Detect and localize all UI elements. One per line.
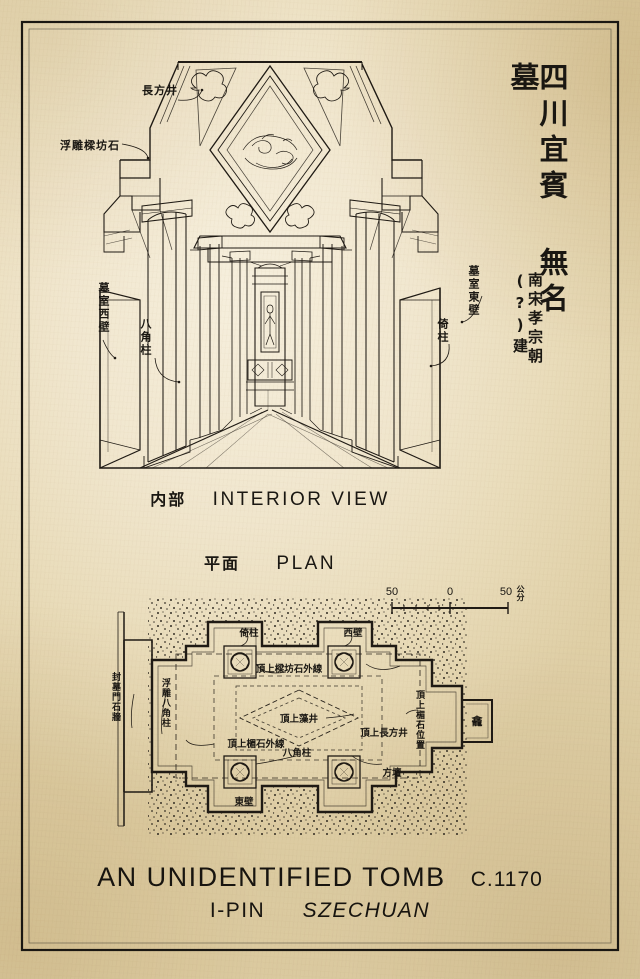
plan-label-yizhu: 倚柱 bbox=[239, 625, 258, 639]
label-muxi-dongbi-text: 墓室東壁 bbox=[467, 265, 480, 317]
scale-label-right-text: 50 bbox=[499, 586, 513, 598]
plan-label-fangtan: 方壇 bbox=[382, 765, 401, 779]
leader-yizhu bbox=[430, 343, 450, 367]
vertical-title-block: 四川宜賓 無名墓 bbox=[506, 62, 569, 338]
bottom-title-line2: I-PIN SZECHUAN bbox=[0, 899, 640, 923]
label-yizhu-right: 倚柱 bbox=[436, 318, 449, 344]
cloud-scroll-motifs bbox=[189, 70, 351, 229]
label-muxi-xibi: 墓室西壁 bbox=[97, 282, 110, 334]
scale-unit: 公分 bbox=[516, 585, 525, 601]
scale-bar bbox=[391, 602, 509, 614]
scale-label-left: 50 bbox=[386, 586, 398, 598]
plan-column-bases bbox=[223, 645, 361, 789]
label-changfangjing: 長方井 bbox=[142, 82, 178, 98]
caption-plan-cjk: 平面 bbox=[203, 554, 240, 573]
plan-niche bbox=[462, 699, 493, 743]
label-fudiao-liangfangshi-text: 浮雕樑坊石 bbox=[60, 139, 120, 152]
bottom-title-place: I-PIN bbox=[209, 899, 266, 922]
caption-plan: 平面 PLAN bbox=[0, 550, 540, 575]
label-yizhu-right-text: 倚柱 bbox=[436, 318, 449, 344]
label-fudiao-liangfangshi: 浮雕樑坊石 bbox=[60, 137, 120, 153]
plan-label-bajiaozhu: 八角柱 bbox=[283, 745, 312, 759]
east-wall-columns bbox=[267, 160, 441, 469]
scale-label-right: 50 bbox=[500, 586, 512, 598]
back-wall-niche bbox=[246, 263, 294, 410]
label-muxi-xibi-text: 墓室西壁 bbox=[97, 282, 110, 334]
plan-label-meishi-waixian-text: 頂上楣石外線 bbox=[227, 739, 285, 750]
sheet-border bbox=[20, 20, 620, 952]
niche-figure bbox=[264, 304, 276, 346]
bottom-title-region: SZECHUAN bbox=[302, 899, 431, 922]
plan-label-fengmumen-text: 封墓門石牆 bbox=[110, 672, 120, 722]
plan-label-xibi-text: 西壁 bbox=[343, 628, 363, 639]
plan-label-liangfangshi-waixian-text: 頂上樑坊石外線 bbox=[255, 664, 323, 675]
scale-unit-text: 公分 bbox=[516, 585, 525, 601]
plan-label-liangfangshi-waixian: 頂上樑坊石外線 bbox=[256, 661, 323, 675]
dashed-rect-well bbox=[235, 685, 363, 751]
plan-label-zaojing: 頂上藻井 bbox=[280, 711, 318, 725]
plan-label-bajiaozhu-text: 八角柱 bbox=[282, 748, 312, 759]
scale-label-center-text: 0 bbox=[446, 586, 454, 598]
interior-view-drawing bbox=[99, 61, 441, 469]
ceiling-caisson-group bbox=[120, 61, 422, 263]
plan-label-dongbi-text: 東壁 bbox=[234, 797, 254, 808]
column-base-se bbox=[327, 755, 361, 789]
plan-label-yizhu-text: 倚柱 bbox=[239, 628, 259, 639]
plan-label-dongbi: 東壁 bbox=[234, 794, 253, 808]
plan-label-changfangjing: 頂上長方井 bbox=[360, 725, 408, 739]
plan-label-changfangjing-text: 頂上長方井 bbox=[360, 728, 408, 739]
dashed-caisson-lozenge bbox=[238, 689, 360, 747]
plan-label-fudiao-bajiaozhu: 浮雕八角柱 bbox=[160, 678, 170, 728]
leader-dongbi bbox=[461, 295, 483, 323]
leader-xibi bbox=[102, 339, 116, 359]
plan-label-xibi: 西壁 bbox=[343, 625, 362, 639]
plan-drawing bbox=[117, 611, 493, 827]
dashed-lintel-outline bbox=[213, 675, 383, 761]
vertical-title-main: 四川宜賓 無名墓 bbox=[506, 62, 569, 338]
vertical-title-main-text: 四川宜賓 無名墓 bbox=[506, 62, 569, 319]
leader-bajiaozhu bbox=[154, 357, 180, 383]
caption-interior-cjk: 内部 bbox=[150, 490, 187, 509]
bottom-title-main: AN UNIDENTIFIED TOMB bbox=[97, 862, 446, 892]
column-base-sw bbox=[223, 755, 257, 789]
dashed-beam-outline bbox=[175, 653, 421, 779]
plan-label-meishi-waixian: 頂上楣石外線 bbox=[227, 736, 284, 750]
west-wall-columns bbox=[99, 160, 273, 469]
tomb-footprint-outline bbox=[150, 620, 464, 814]
plan-label-meishi-weizhi-text: 頂上楣石位置 bbox=[414, 690, 424, 750]
plan-leader-lines bbox=[130, 635, 419, 765]
vertical-title-sub-text: 南宋孝宗朝(?)建 bbox=[511, 272, 544, 367]
bottom-title-line1: AN UNIDENTIFIED TOMB C.1170 bbox=[0, 862, 640, 893]
interior-leader-lines bbox=[102, 88, 483, 384]
vertical-subtitle-block: 南宋孝宗朝(?)建 bbox=[511, 272, 552, 432]
plan-earth-hatching bbox=[108, 598, 468, 836]
label-changfangjing-text: 長方井 bbox=[142, 84, 178, 97]
dragon-motif bbox=[242, 134, 298, 170]
plan-label-meishi-weizhi: 頂上楣石位置 bbox=[414, 690, 424, 750]
leader-changfangjing bbox=[177, 89, 203, 101]
plan-label-kan: 龕 bbox=[472, 713, 483, 729]
scale-label-left-text: 50 bbox=[385, 586, 399, 598]
caption-plan-en: PLAN bbox=[276, 553, 337, 574]
leader-liangfangshi bbox=[121, 143, 149, 159]
plan-label-fengmumen: 封墓門石牆 bbox=[110, 672, 120, 722]
floor-plane bbox=[177, 411, 373, 469]
label-bajiaozhu-left-text: 八角柱 bbox=[139, 318, 152, 357]
label-bajiaozhu-left: 八角柱 bbox=[139, 318, 152, 357]
plan-label-fangtan-text: 方壇 bbox=[382, 768, 402, 779]
plan-label-kan-text: 龕 bbox=[471, 715, 483, 728]
caption-interior-en: INTERIOR VIEW bbox=[212, 489, 390, 510]
vertical-title-sub: 南宋孝宗朝(?)建 bbox=[511, 272, 544, 432]
label-muxi-dongbi: 墓室東壁 bbox=[467, 265, 480, 317]
plan-label-fudiao-bajiaozhu-text: 浮雕八角柱 bbox=[160, 678, 170, 728]
plan-label-zaojing-text: 頂上藻井 bbox=[279, 714, 319, 725]
caption-interior: 内部 INTERIOR VIEW bbox=[0, 486, 540, 511]
scale-label-center: 0 bbox=[447, 586, 453, 598]
bottom-title-date: C.1170 bbox=[470, 868, 543, 891]
